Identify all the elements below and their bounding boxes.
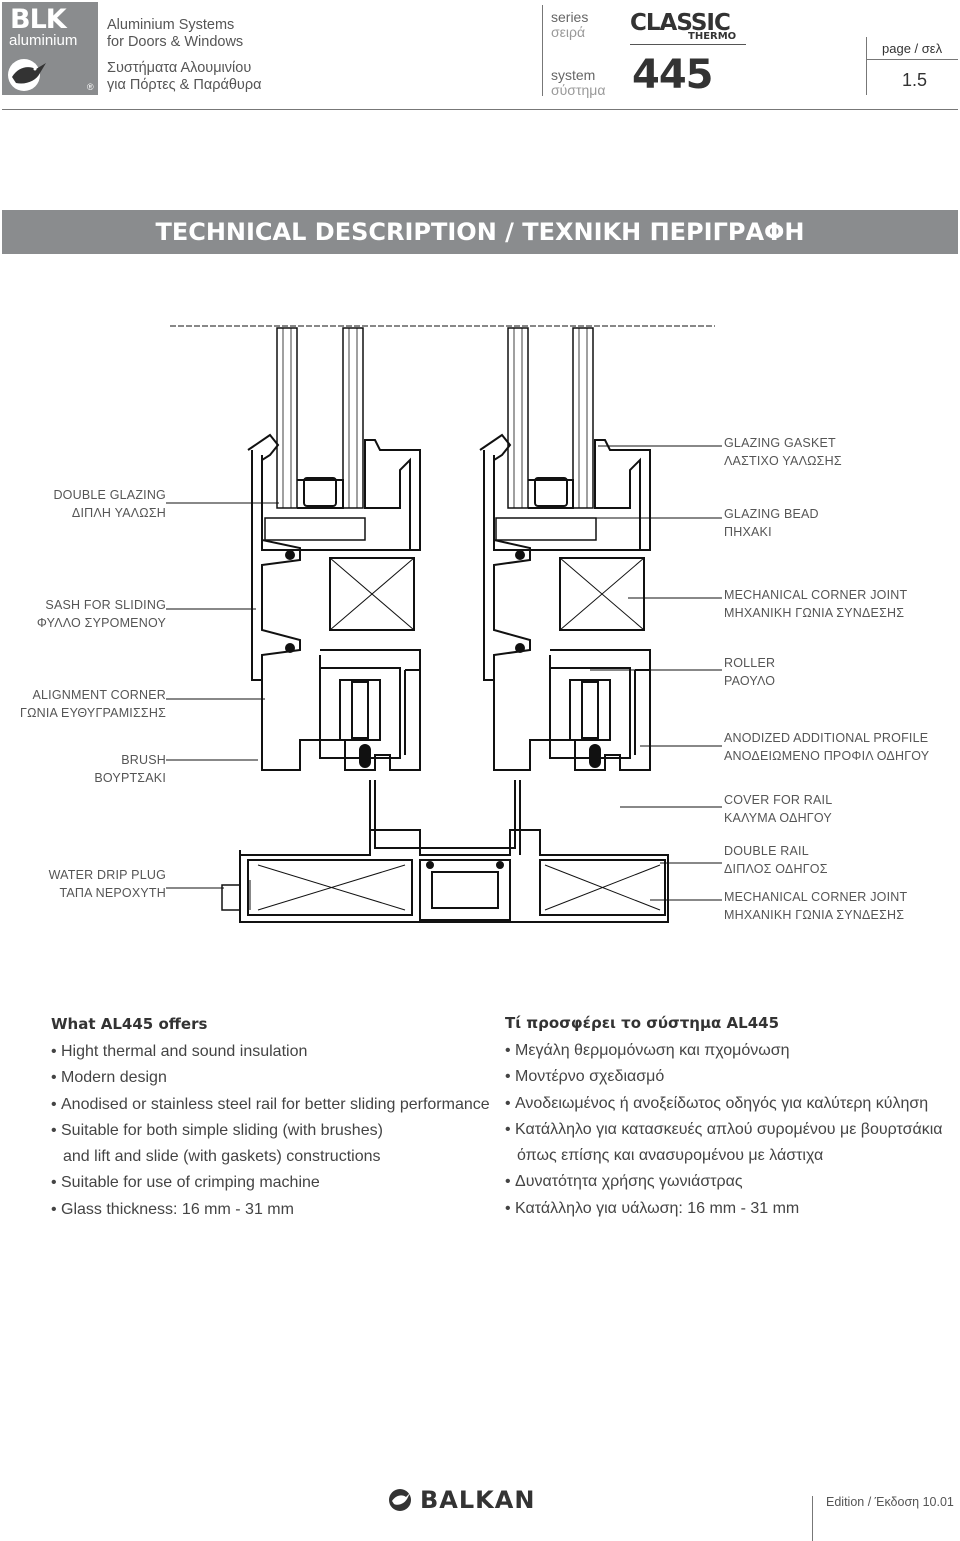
footer-brand-name: BALKAN bbox=[420, 1486, 536, 1514]
label-brush-en: BRUSH bbox=[121, 753, 166, 767]
offers-greek: Τί προσφέρει το σύστημα AL445 •Μεγάλη θε… bbox=[505, 1014, 945, 1222]
header-rule bbox=[2, 109, 958, 110]
label-bead-gr: ΠΗΧΑΚΙ bbox=[724, 525, 772, 539]
label-water-drip-gr: ΤΑΠΑ ΝΕΡΟΧΥΤΗ bbox=[59, 886, 166, 900]
label-sash-en: SASH FOR SLIDING bbox=[45, 598, 166, 612]
page-rule bbox=[866, 59, 958, 60]
label-mcj2-en: MECHANICAL CORNER JOINT bbox=[724, 890, 908, 904]
label-alignment-corner: ALIGNMENT CORNER ΓΩΝΙΑ ΕΥΘΥΓΡΑΜΙΣΣΗΣ bbox=[10, 686, 166, 722]
list-item: •Κατάλληλο για κατασκευές απλού συρομένο… bbox=[505, 1120, 943, 1138]
list-item: •Ανοδειωμένος ή ανοξείδωτος οδηγός για κ… bbox=[505, 1094, 929, 1112]
label-sash-for-sliding: SASH FOR SLIDING ΦΥΛΛΟ ΣΥΡΟΜΕΝΟΥ bbox=[20, 596, 166, 632]
label-cover-en: COVER FOR RAIL bbox=[724, 793, 833, 807]
label-mechanical-corner-joint-1: MECHANICAL CORNER JOINT ΜΗΧΑΝΙΚΗ ΓΩΝΙΑ Σ… bbox=[724, 586, 907, 622]
series-label-en: series bbox=[551, 9, 589, 25]
list-item: •Μεγάλη θερμομόνωση και πχομόνωση bbox=[505, 1042, 790, 1059]
list-item: •Suitable for use of crimping machine bbox=[51, 1174, 320, 1192]
logo-sub-text: aluminium bbox=[9, 32, 78, 49]
list-item: •Suitable for both simple sliding (with … bbox=[51, 1121, 383, 1139]
page-divider bbox=[866, 37, 867, 95]
list-item-continuation: and lift and slide (with gaskets) constr… bbox=[63, 1148, 381, 1166]
company-en-line1: Aluminium Systems bbox=[107, 17, 235, 33]
page-title: TECHNICAL DESCRIPTION / ΤΕΧΝΙΚΗ ΠΕΡΙΓΡΑΦ… bbox=[155, 218, 805, 246]
series-subname: THERMO bbox=[688, 31, 737, 42]
company-logo: BLK aluminium ® bbox=[2, 2, 98, 95]
label-water-drip-en: WATER DRIP PLUG bbox=[48, 868, 166, 882]
technical-drawing: DOUBLE GLAZING ΔΙΠΛΗ ΥΑΛΩΣΗ SASH FOR SLI… bbox=[0, 310, 960, 950]
label-mcj1-gr: ΜΗΧΑΝΙΚΗ ΓΩΝΙΑ ΣΥΝΔΕΣΗΣ bbox=[724, 606, 905, 620]
label-double-rail: DOUBLE RAIL ΔΙΠΛΟΣ ΟΔΗΓΟΣ bbox=[724, 842, 828, 878]
system-label: system σύστημα bbox=[551, 68, 605, 98]
list-item: •Μοντέρνο σχεδιασμό bbox=[505, 1068, 665, 1086]
list-item: •Anodised or stainless steel rail for be… bbox=[51, 1095, 490, 1113]
label-anodized-gr: ΑΝΟΔΕΙΩΜΕΝΟ ΠΡΟΦΙΛ ΟΔΗΓΟΥ bbox=[724, 749, 930, 763]
label-brush-gr: ΒΟΥΡΤΣΑΚΙ bbox=[94, 771, 166, 785]
label-roller: ROLLER ΡΑΟΥΛΟ bbox=[724, 654, 775, 690]
list-item: •Δυνατότητα χρήσης γωνιάστρας bbox=[505, 1173, 743, 1191]
list-item: •Modern design bbox=[51, 1069, 167, 1087]
label-alignment-en: ALIGNMENT CORNER bbox=[32, 688, 166, 702]
label-sash-gr: ΦΥΛΛΟ ΣΥΡΟΜΕΝΟΥ bbox=[36, 616, 166, 630]
label-glazing-bead: GLAZING BEAD ΠΗΧΑΚΙ bbox=[724, 505, 819, 541]
series-name: CLASSIC bbox=[630, 10, 731, 36]
offers-gr-list: •Μεγάλη θερμομόνωση και πχομόνωση •Μοντέ… bbox=[505, 1038, 945, 1222]
label-bead-en: GLAZING BEAD bbox=[724, 507, 819, 521]
label-rail-gr: ΔΙΠΛΟΣ ΟΔΗΓΟΣ bbox=[724, 862, 828, 876]
company-name-gr: Συστήματα Αλουμινίου για Πόρτες & Παράθυ… bbox=[107, 60, 261, 94]
label-cover-for-rail: COVER FOR RAIL ΚΑΛΥΜΑ ΟΔΗΓΟΥ bbox=[724, 791, 832, 827]
company-name-en: Aluminium Systems for Doors & Windows bbox=[107, 17, 243, 51]
section-drawing bbox=[166, 325, 722, 923]
bird-icon bbox=[389, 1489, 411, 1511]
registered-mark: ® bbox=[87, 82, 94, 92]
logo-main-text: BLK bbox=[10, 4, 67, 35]
label-mcj1-en: MECHANICAL CORNER JOINT bbox=[724, 588, 908, 602]
footer-divider bbox=[812, 1496, 813, 1541]
offers-en-title: What AL445 offers bbox=[51, 1015, 208, 1033]
label-cover-gr: ΚΑΛΥΜΑ ΟΔΗΓΟΥ bbox=[724, 811, 832, 825]
label-double-glazing-gr: ΔΙΠΛΗ ΥΑΛΩΣΗ bbox=[71, 506, 166, 520]
series-rule bbox=[630, 44, 746, 45]
page-label: page / σελ bbox=[882, 41, 943, 56]
system-number: 445 bbox=[632, 52, 713, 98]
series-label-gr: σειρά bbox=[551, 24, 586, 40]
header-divider bbox=[542, 5, 543, 96]
offers-english: What AL445 offers •Hight thermal and sou… bbox=[51, 1015, 491, 1223]
label-glazing-gasket: GLAZING GASKET ΛΑΣΤΙΧΟ ΥΑΛΩΣΗΣ bbox=[724, 434, 842, 470]
label-anodized-en: ANODIZED ADDITIONAL PROFILE bbox=[724, 731, 929, 745]
list-item-continuation: όπως επίσης και ανασυρομένου με λάστιχα bbox=[517, 1147, 824, 1165]
label-roller-gr: ΡΑΟΥΛΟ bbox=[724, 674, 776, 688]
series-label: series σειρά bbox=[551, 10, 588, 40]
label-mcj2-gr: ΜΗΧΑΝΙΚΗ ΓΩΝΙΑ ΣΥΝΔΕΣΗΣ bbox=[724, 908, 905, 922]
label-mechanical-corner-joint-2: MECHANICAL CORNER JOINT ΜΗΧΑΝΙΚΗ ΓΩΝΙΑ Σ… bbox=[724, 888, 907, 924]
list-item: •Κατάλληλο για υάλωση: 16 mm - 31 mm bbox=[505, 1199, 800, 1217]
footer-brand: BALKAN bbox=[388, 1486, 578, 1516]
label-gasket-gr: ΛΑΣΤΙΧΟ ΥΑΛΩΣΗΣ bbox=[724, 454, 842, 468]
label-water-drip-plug: WATER DRIP PLUG ΤΑΠΑ ΝΕΡΟΧΥΤΗ bbox=[20, 866, 166, 902]
title-bar: TECHNICAL DESCRIPTION / ΤΕΧΝΙΚΗ ΠΕΡΙΓΡΑΦ… bbox=[2, 210, 958, 254]
company-gr-line2: για Πόρτες & Παράθυρα bbox=[107, 77, 262, 93]
label-double-glazing-en: DOUBLE GLAZING bbox=[53, 488, 166, 502]
page-box: page / σελ 1.5 bbox=[866, 37, 958, 95]
company-gr-line1: Συστήματα Αλουμινίου bbox=[107, 60, 252, 76]
label-brush: BRUSH ΒΟΥΡΤΣΑΚΙ bbox=[20, 751, 166, 787]
label-anodized-profile: ANODIZED ADDITIONAL PROFILE ΑΝΟΔΕΙΩΜΕΝΟ … bbox=[724, 729, 929, 765]
list-item: •Glass thickness: 16 mm - 31 mm bbox=[51, 1200, 294, 1218]
label-roller-en: ROLLER bbox=[724, 656, 776, 670]
bird-icon bbox=[8, 59, 46, 91]
system-label-en: system bbox=[551, 67, 596, 83]
label-rail-en: DOUBLE RAIL bbox=[724, 844, 809, 858]
offers-en-list: •Hight thermal and sound insulation •Mod… bbox=[51, 1039, 491, 1223]
company-en-line2: for Doors & Windows bbox=[107, 34, 244, 50]
offers-gr-title: Τί προσφέρει το σύστημα AL445 bbox=[505, 1014, 780, 1032]
edition-label: Edition / Έκδοση 10.01 bbox=[826, 1495, 954, 1509]
system-label-gr: σύστημα bbox=[551, 82, 606, 98]
list-item: •Hight thermal and sound insulation bbox=[51, 1043, 308, 1060]
label-double-glazing: DOUBLE GLAZING ΔΙΠΛΗ ΥΑΛΩΣΗ bbox=[20, 486, 166, 522]
label-gasket-en: GLAZING GASKET bbox=[724, 436, 836, 450]
label-alignment-gr: ΓΩΝΙΑ ΕΥΘΥΓΡΑΜΙΣΣΗΣ bbox=[19, 706, 166, 720]
page-number: 1.5 bbox=[902, 70, 928, 90]
